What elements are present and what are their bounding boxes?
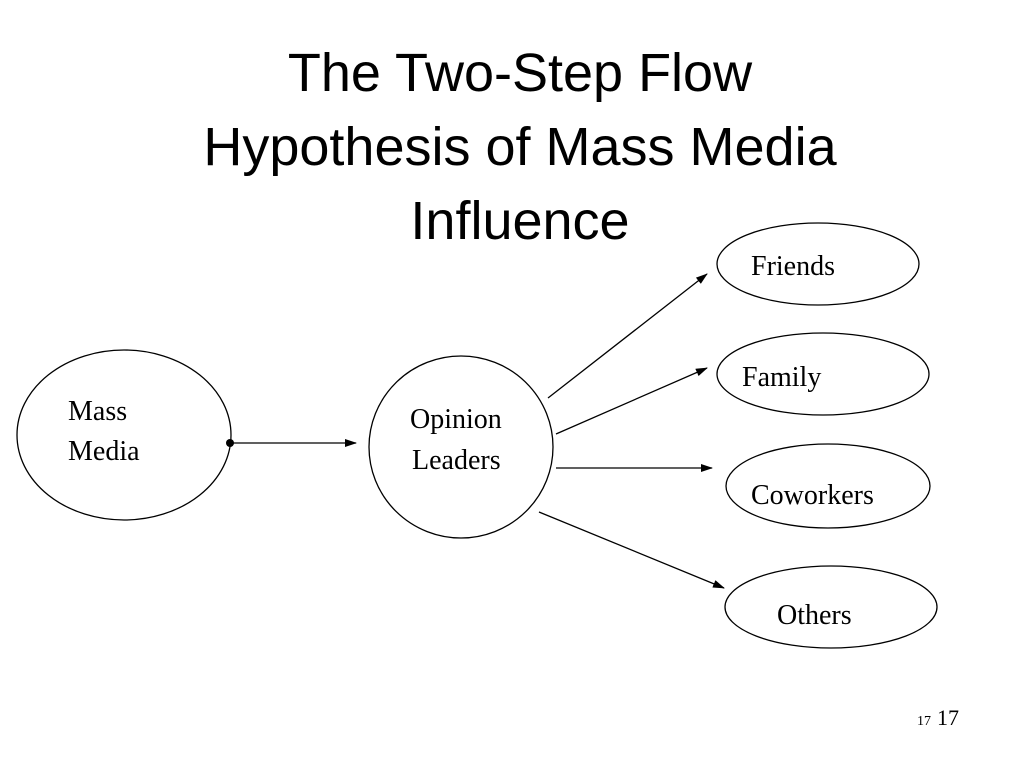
opinion-leaders-label-line-2: Leaders (412, 445, 501, 476)
others-node (724, 565, 938, 649)
mass-media-label-line-2: Media (68, 436, 140, 467)
family-label: Family (742, 362, 821, 393)
coworkers-label: Coworkers (751, 480, 874, 511)
friends-node (716, 222, 920, 306)
coworkers-node (725, 443, 931, 529)
slide-number-large: 17 (937, 705, 959, 730)
mass-media-label-line-1: Mass (68, 396, 127, 427)
arrow-to-family (555, 367, 708, 435)
opinion-leaders-node (368, 355, 554, 539)
others-label: Others (777, 600, 852, 631)
title-line-2: Hypothesis of Mass Media (203, 117, 837, 177)
friends-label: Friends (751, 251, 835, 282)
opinion-leaders-label-line-1: Opinion (410, 404, 502, 435)
slide-title: The Two-Step Flow Hypothesis of Mass Med… (120, 36, 920, 258)
title-line-1: The Two-Step Flow (287, 43, 753, 103)
family-node (716, 332, 930, 416)
slide-number-small: 17 (917, 714, 931, 729)
title-line-3: Influence (410, 191, 630, 251)
mass-media-node (16, 349, 232, 521)
arrow-to-friends (547, 273, 708, 399)
opinion-leaders-label: Opinion Leaders (410, 404, 509, 476)
mass-media-label: Mass Media (68, 396, 140, 467)
arrow-to-others (538, 511, 725, 589)
